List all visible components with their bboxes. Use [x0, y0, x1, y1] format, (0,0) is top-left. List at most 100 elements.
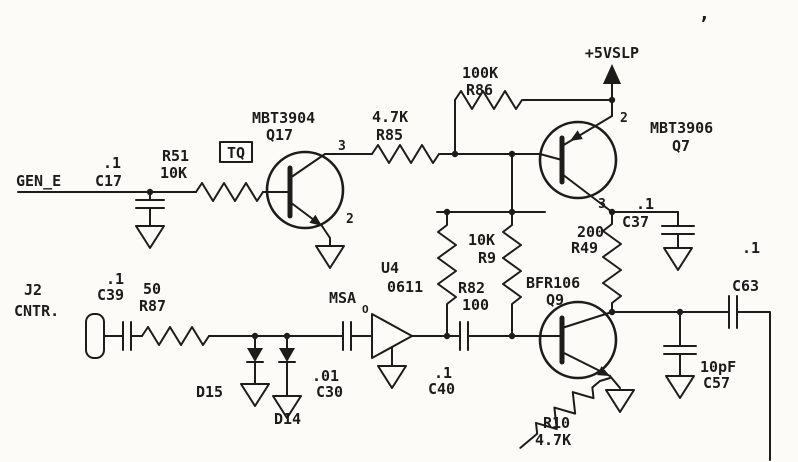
capacitor-symbol [661, 211, 695, 249]
bias-line [436, 208, 546, 216]
ground-symbol [135, 225, 165, 249]
capacitor-c37: .1 C37 [622, 195, 695, 271]
resistor-r9: 10K R9 [468, 150, 522, 340]
ground-symbol [665, 375, 695, 399]
emitter-arrow [309, 214, 322, 226]
resistor-ref: R82 [458, 279, 485, 297]
resistor-r82: R82 100 [437, 211, 489, 340]
test-point-label: TQ [227, 144, 245, 162]
capacitor-symbol [459, 321, 469, 351]
resistor-ref: R49 [571, 239, 598, 257]
amplifier-part-bottom: 0611 [387, 278, 423, 296]
ground-symbol [663, 247, 693, 271]
diode-bar [246, 361, 264, 385]
transistor-body [265, 150, 345, 230]
junction-dot [608, 96, 616, 104]
ground-symbol [315, 245, 345, 269]
connector-label: CNTR. [14, 302, 59, 320]
pin-number-emitter: 2 [620, 111, 628, 126]
junction-dot [608, 308, 616, 316]
amplifier-part-top: MSA [329, 289, 356, 307]
ground-symbol [377, 365, 407, 389]
transistor-ref: Q9 [546, 291, 564, 309]
ground-symbol [272, 395, 302, 419]
ground-symbol [240, 383, 270, 407]
capacitor-symbol [342, 321, 373, 351]
output-node [608, 308, 730, 316]
resistor-ref: R9 [478, 249, 496, 267]
resistor-symbol [602, 211, 622, 313]
collector-lead [289, 153, 373, 179]
transistor-q7: MBT3906 Q7 2 3 [439, 111, 713, 213]
capacitor-value: .01 [312, 367, 339, 385]
pin-number-collector: 3 [598, 197, 606, 212]
transistor-body [538, 300, 618, 380]
amplifier-pin-mark: O [362, 303, 369, 316]
capacitor-ref: C30 [316, 383, 343, 401]
capacitor-c30: .01 C30 [312, 321, 373, 401]
diode-symbol [279, 348, 295, 362]
power-arrow-icon [603, 64, 621, 84]
resistor-ref: R10 [543, 414, 570, 432]
resistor-r85: 4.7K R85 [371, 108, 440, 164]
resistor-symbol [502, 153, 522, 337]
resistor-value: 10K [468, 231, 495, 249]
transistor-q17: MBT3904 Q17 3 2 [252, 109, 373, 269]
resistor-symbol [437, 211, 457, 337]
wire [599, 377, 611, 382]
resistor-symbol [371, 144, 440, 164]
transistor-part: MBT3904 [252, 109, 315, 127]
collector-lead [561, 311, 613, 329]
capacitor-symbol [728, 295, 738, 329]
power-rail-label: +5VSLP [585, 44, 639, 62]
transistor-body [538, 120, 618, 200]
capacitor-c39: .1 C39 [97, 270, 143, 351]
emitter-arrow [570, 130, 583, 141]
resistor-ref: R87 [139, 297, 166, 315]
resistor-ref: R85 [376, 126, 403, 144]
amplifier-ref: U4 [381, 259, 399, 277]
capacitor-ref: C17 [95, 172, 122, 190]
amplifier-u4: U4 0611 MSA O [329, 259, 461, 389]
resistor-symbol [519, 380, 601, 449]
pin-number-collector: 3 [338, 139, 346, 154]
capacitor-symbol [135, 191, 165, 227]
net-label-gen-e: GEN_E [16, 172, 61, 190]
emitter-arrow [597, 366, 610, 376]
resistor-value: 100K [462, 64, 498, 82]
capacitor-ref: C63 [732, 277, 759, 295]
ground-symbol [605, 389, 635, 413]
pin-number-emitter: 2 [346, 212, 354, 227]
emitter-lead [561, 115, 613, 147]
capacitor-value: .1 [636, 195, 654, 213]
resistor-symbol [195, 182, 264, 202]
diode-ref: D15 [196, 383, 223, 401]
test-point-box [219, 141, 253, 163]
capacitor-c40: .1 C40 [428, 321, 469, 398]
transistor-ref: Q7 [672, 137, 690, 155]
resistor-r87: 50 R87 [139, 280, 344, 346]
capacitor-value: .1 [434, 364, 452, 382]
power-rail-5vslp: +5VSLP [585, 44, 639, 117]
diode-d15: D15 [196, 332, 270, 407]
resistor-value: 200 [577, 223, 604, 241]
capacitor-symbol [122, 321, 143, 351]
stray-scan-mark: ’ [698, 13, 709, 35]
connector-ref: J2 [24, 281, 42, 299]
test-point-tq: TQ [219, 141, 253, 163]
diode-bar [278, 361, 296, 397]
connector-symbol [85, 313, 105, 359]
net-gen-e: GEN_E [16, 172, 197, 193]
resistor-value: 50 [143, 280, 161, 298]
capacitor-c17: .1 C17 [95, 154, 165, 249]
capacitor-ref: C37 [622, 213, 649, 231]
resistor-ref: R86 [466, 81, 493, 99]
wire [321, 225, 331, 247]
resistor-value: 4.7K [372, 108, 408, 126]
capacitor-value: .1 [103, 154, 121, 172]
diode-ref: D14 [274, 410, 301, 428]
capacitor-value: .1 [742, 239, 760, 257]
output-wire [736, 311, 771, 461]
